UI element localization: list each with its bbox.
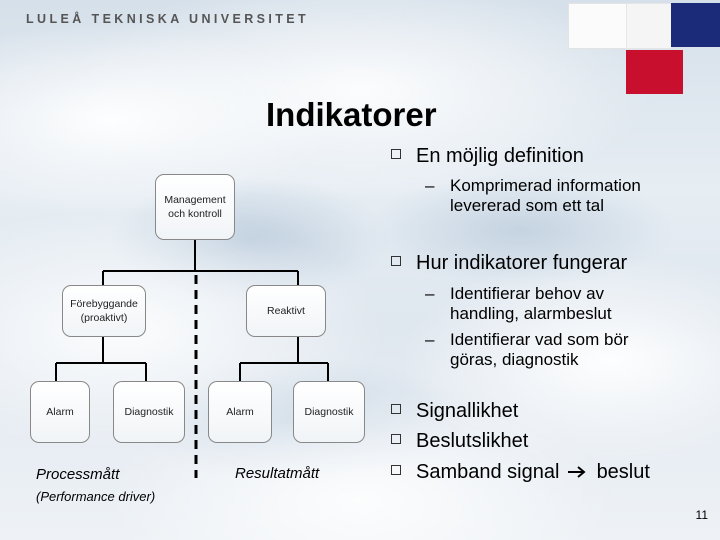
bullet-samband: Samband signal beslut	[391, 461, 650, 484]
logo-square-red	[626, 50, 683, 94]
node-diagnostik-right: Diagnostik	[293, 381, 365, 443]
subbullet-fungerar-2: – Identifierar vad som bör göras, diagno…	[425, 330, 675, 370]
bullet-signallikhet-text: Signallikhet	[416, 400, 518, 422]
bullet-beslutslikhet: Beslutslikhet	[391, 430, 528, 453]
bullet-samband-suffix: beslut	[597, 461, 650, 483]
page-number: 11	[696, 508, 708, 522]
node-management: Management och kontroll	[155, 174, 235, 240]
bullet-definition: En möjlig definition	[391, 145, 584, 168]
bullet-square-icon	[391, 465, 401, 475]
subbullet-definition-text: Komprimerad information levererad som et…	[450, 176, 700, 216]
dash-icon: –	[425, 176, 434, 196]
node-forebyggande-label: Förebyggande (proaktivt)	[67, 297, 141, 325]
caption-processmatt: Processmått	[36, 466, 119, 483]
subbullet-fungerar-1-text: Identifierar behov av handling, alarmbes…	[450, 284, 655, 324]
dash-icon: –	[425, 284, 434, 304]
node-alarm-right: Alarm	[208, 381, 272, 443]
node-forebyggande: Förebyggande (proaktivt)	[62, 285, 146, 337]
bullet-beslutslikhet-text: Beslutslikhet	[416, 430, 528, 452]
dash-icon: –	[425, 330, 434, 350]
node-alarm-right-label: Alarm	[226, 405, 253, 419]
caption-performance-driver: (Performance driver)	[36, 489, 155, 504]
logo-square-white-small	[626, 3, 672, 49]
logo-square-navy	[671, 3, 720, 47]
node-alarm-left-label: Alarm	[46, 405, 73, 419]
bullet-samband-prefix: Samband signal	[416, 461, 559, 483]
node-diagnostik-left-label: Diagnostik	[124, 405, 173, 419]
node-diagnostik-left: Diagnostik	[113, 381, 185, 443]
subbullet-fungerar-2-text: Identifierar vad som bör göras, diagnost…	[450, 330, 675, 370]
bullet-signallikhet: Signallikhet	[391, 400, 518, 423]
bullet-fungerar-text: Hur indikatorer fungerar	[416, 252, 627, 274]
bullet-square-icon	[391, 149, 401, 159]
arrow-right-icon	[567, 465, 589, 479]
bullet-square-icon	[391, 404, 401, 414]
subbullet-definition: – Komprimerad information levererad som …	[425, 176, 700, 216]
logo-square-white	[568, 3, 627, 49]
bullet-definition-text: En möjlig definition	[416, 145, 584, 167]
node-alarm-left: Alarm	[30, 381, 90, 443]
bullet-fungerar: Hur indikatorer fungerar	[391, 252, 627, 275]
node-diagnostik-right-label: Diagnostik	[304, 405, 353, 419]
node-reaktivt-label: Reaktivt	[267, 304, 305, 318]
bullet-square-icon	[391, 434, 401, 444]
caption-resultatmatt: Resultatmått	[235, 465, 319, 482]
bullet-square-icon	[391, 256, 401, 266]
node-reaktivt: Reaktivt	[246, 285, 326, 337]
node-management-label: Management och kontroll	[160, 193, 230, 221]
subbullet-fungerar-1: – Identifierar behov av handling, alarmb…	[425, 284, 655, 324]
